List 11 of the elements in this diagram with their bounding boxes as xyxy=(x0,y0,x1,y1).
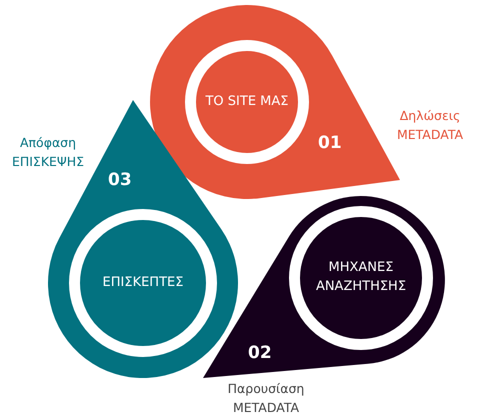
teardrop-shape xyxy=(150,5,400,199)
teardrop-shape xyxy=(203,196,445,378)
step-number: 02 xyxy=(248,345,272,362)
caption-text: Δηλώσεις METADATA xyxy=(396,107,464,144)
node-label: ΜΗΧΑΝΕΣ ΑΝΑΖΗΤΗΣΗΣ xyxy=(314,259,408,296)
step-number: 01 xyxy=(318,135,342,152)
node-label: ΕΠΙΣΚΕΠΤΕΣ xyxy=(102,274,184,292)
step-number: 03 xyxy=(108,172,132,189)
caption-text: Παρουσίαση METADATA xyxy=(226,380,306,417)
node-label: ΤΟ SITE ΜΑΣ xyxy=(205,92,288,111)
caption-text: Απόφαση ΕΠΙΣΚΕΨΗΣ xyxy=(10,134,86,171)
